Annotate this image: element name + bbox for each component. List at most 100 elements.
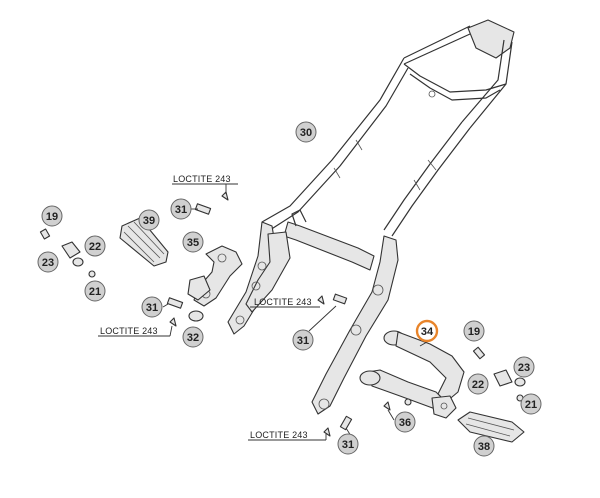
svg-text:19: 19 [468,326,480,338]
callout-31-mid[interactable]: 31 [292,329,314,351]
footpeg-right[interactable] [457,411,525,443]
subframe-hole-right-3 [318,398,330,410]
callout-31-top[interactable]: 31 [170,198,192,220]
callout-36[interactable]: 36 [394,411,416,433]
svg-text:34: 34 [421,326,434,338]
svg-text:32: 32 [187,332,199,344]
callout-22-right[interactable]: 22 [467,373,489,395]
subframe-hole-right-1 [372,284,384,296]
footpeg-38-tooth-1 [467,417,515,431]
callout-19-right[interactable]: 19 [463,320,485,342]
footpeg-left[interactable] [119,217,169,267]
plate-22-left [61,241,81,259]
callout-31-bottom[interactable]: 31 [337,433,359,455]
bracket-spring [187,275,211,301]
footpeg-39-tooth-3 [123,231,155,263]
subframe-cross-mid [283,221,375,271]
bolt-31c [332,293,348,305]
loctite-note-2: LOCTITE 243 [254,297,312,307]
svg-text:19: 19 [46,211,58,223]
rail-fitting-2 [333,167,341,179]
pin-19-left [39,228,51,240]
rear-subframe[interactable] [227,19,515,415]
bolt-31d [339,415,353,431]
clip-36b [404,398,412,406]
callout-38[interactable]: 38 [473,435,495,457]
hardware-right-group [317,293,526,437]
loctite-note-4: LOCTITE 243 [250,430,308,440]
left-footrest-bracket[interactable] [187,245,243,307]
svg-text:31: 31 [175,204,187,216]
cotter-21-left [88,270,96,278]
svg-text:31: 31 [297,335,309,347]
rail-fitting-4 [413,179,421,191]
subframe-rail-top-left [403,25,471,59]
clip-36a [383,401,391,411]
svg-text:36: 36 [399,417,411,429]
callout-23-left[interactable]: 23 [37,251,59,273]
washer-23-left [72,257,84,267]
subframe-rail-top-left-inner [403,33,471,65]
rail-fitting-1 [355,139,363,151]
svg-text:30: 30 [300,127,312,139]
right-footrest-bracket[interactable] [359,330,465,419]
pin-19-right [472,346,486,360]
bolt-31a [194,203,212,215]
bracket-hole-top [217,253,227,263]
subframe-cross-rear-inner [409,73,501,101]
bracket34-pin-hole [440,402,448,410]
hardware-left-group [39,191,229,327]
subframe-top-plate [467,19,515,59]
loctite-drop-3 [317,295,325,305]
svg-text:21: 21 [89,286,101,298]
rail-fitting-3 [427,159,437,171]
callout-32[interactable]: 32 [182,326,204,348]
svg-text:23: 23 [518,362,530,374]
callout-31-left[interactable]: 31 [141,296,163,318]
plate-22-right [493,369,513,387]
subframe-hole [428,90,436,98]
leader-lines [98,183,428,441]
footpeg-39-tooth-2 [133,221,165,255]
svg-text:22: 22 [472,379,484,391]
callout-39[interactable]: 39 [138,209,160,231]
subframe-rail-right-inner [383,121,463,231]
subframe-rail-left-outer [261,57,405,223]
bracket34-clevis [431,395,457,419]
subframe-tab [291,209,307,227]
loctite-note-1: LOCTITE 243 [173,174,231,184]
callout-22-left[interactable]: 22 [84,235,106,257]
subframe-rail-top-right-inner [461,39,505,123]
subframe-rail-left-inner [269,67,409,231]
bolt-31b [166,297,184,309]
callout-21-left[interactable]: 21 [84,280,106,302]
footpeg-39-tooth-1 [127,225,161,259]
footpeg-38-tooth-2 [465,423,511,437]
subframe-gusset-left [245,231,291,313]
loctite-drop-1 [221,191,229,201]
loctite-note-3: LOCTITE 243 [100,326,158,336]
callout-35[interactable]: 35 [182,231,204,253]
svg-text:31: 31 [146,302,158,314]
loctite-drop-2 [169,317,177,327]
svg-text:38: 38 [478,441,490,453]
svg-text:31: 31 [342,439,354,451]
loctite-drop-4 [323,427,331,437]
callout-34-highlighted[interactable]: 34 [415,319,439,343]
svg-text:21: 21 [525,399,537,411]
callout-19-left[interactable]: 19 [41,205,63,227]
subframe-hole-left-2 [251,281,261,291]
subframe-hole-right-2 [350,324,362,336]
callout-23-right[interactable]: 23 [513,356,535,378]
footpeg-38-body [457,411,525,443]
subframe-hole-left-1 [257,261,267,271]
svg-text:39: 39 [143,215,155,227]
svg-text:23: 23 [42,257,54,269]
washer-23-right [514,377,526,387]
subframe-rail-right-outer [391,127,471,237]
callout-21-right[interactable]: 21 [520,393,542,415]
subframe-cross-rear [403,63,507,93]
callout-30[interactable]: 30 [295,121,317,143]
